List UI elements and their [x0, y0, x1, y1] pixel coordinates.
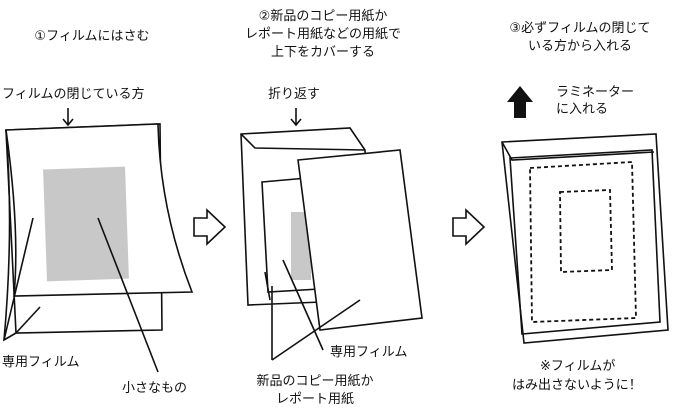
paper-label-line1: 新品のコピー用紙か: [256, 373, 373, 389]
closed-side-label: フィルムの閉じている方: [2, 86, 144, 102]
small-item: [43, 166, 129, 282]
paper-label-line2: レポート用紙: [276, 392, 354, 407]
insert-label-line2: に入れる: [556, 102, 608, 117]
step3-title-line2: いる方から入れる: [528, 38, 632, 54]
next-step-arrow-icon: [193, 208, 227, 246]
step2-title-line3: 上下をカバーする: [271, 45, 375, 60]
step1-illustration: フィルムの閉じている方 専用フィルム 小さなもの: [2, 86, 194, 396]
down-arrow-icon: [290, 108, 302, 127]
step2-illustration: 折り返す 専用フィルム 新品のコピー用紙か レポート用紙: [240, 87, 423, 407]
insert-label-line1: ラミネーター: [556, 85, 634, 100]
small-item-label: 小さなもの: [122, 381, 187, 396]
next-step-arrow-icon: [452, 208, 486, 246]
film-label-1: 専用フィルム: [2, 355, 79, 370]
fold-back-label: 折り返す: [268, 87, 320, 102]
step1-title: ①フィルムにはさむ: [34, 29, 149, 44]
step3-title-line1: ③必ずフィルムの閉じて: [509, 21, 650, 36]
insert-direction-arrow-icon: [507, 86, 533, 118]
note-line2: はみ出さないように！: [512, 378, 642, 393]
top-paper: [297, 149, 423, 331]
small-item: [291, 212, 311, 280]
step2-title-line2: レポート用紙などの用紙で: [245, 27, 401, 42]
film-label-2: 専用フィルム: [330, 345, 407, 360]
laminate-outer: [501, 133, 669, 344]
step3-illustration: ラミネーター に入れる ※フィルムが はみ出さないように！: [501, 85, 669, 393]
step2-title-line1: ②新品のコピー用紙か: [259, 8, 388, 24]
paper-outline-dotted: [529, 161, 637, 323]
note-line1: ※フィルムが: [540, 359, 615, 374]
down-arrow-icon: [62, 108, 74, 127]
